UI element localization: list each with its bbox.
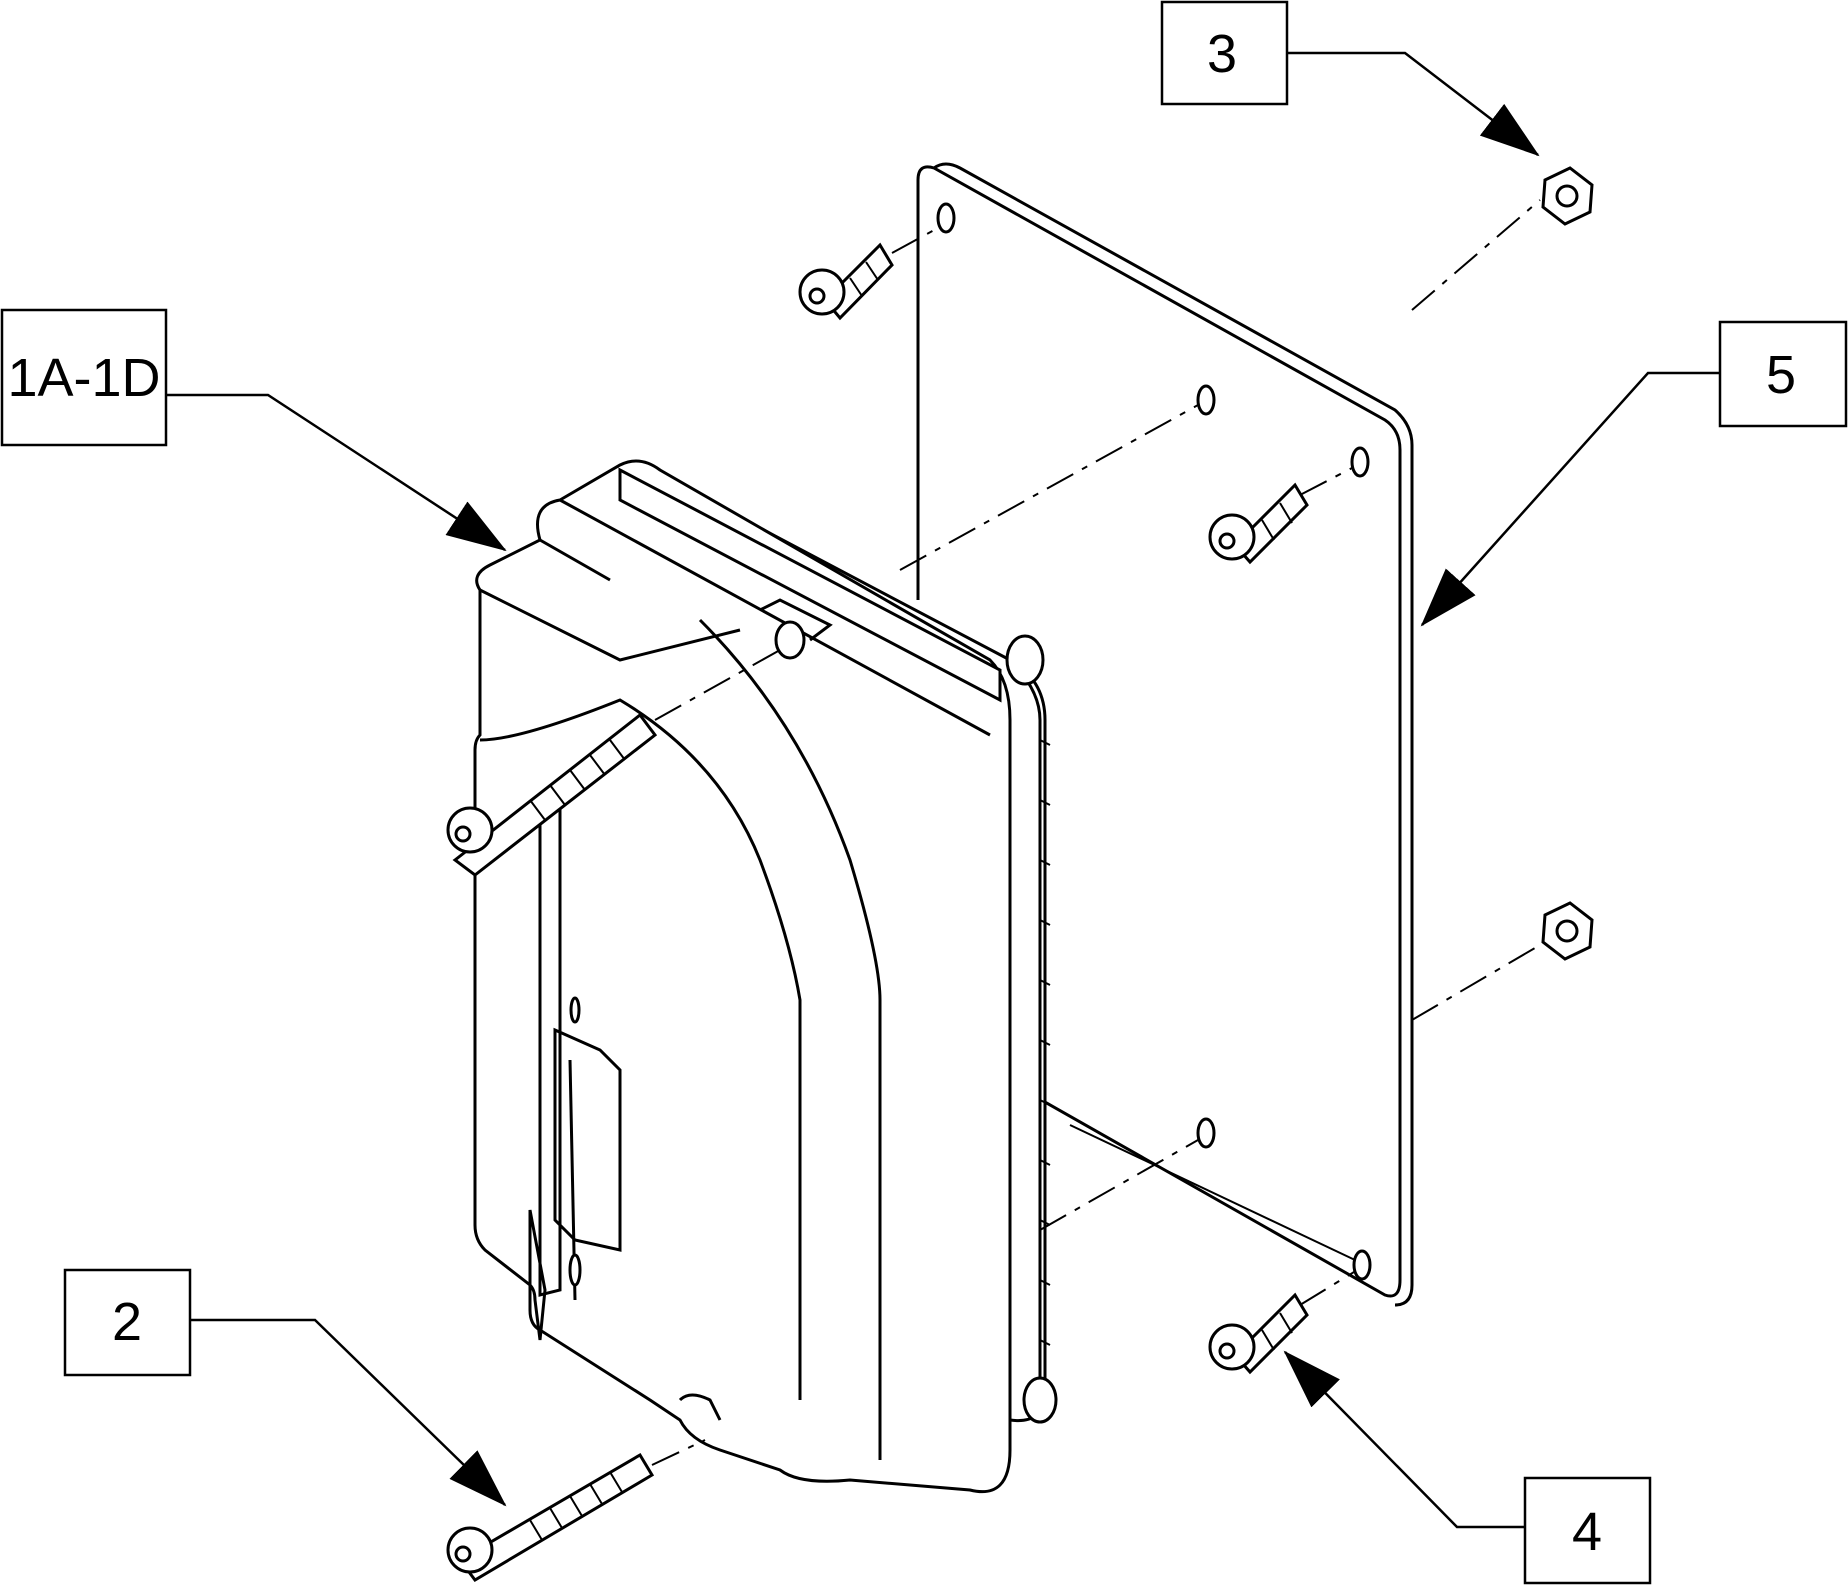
callout-3-leader: [1287, 51, 1540, 157]
short-screw-top-left: [798, 242, 894, 321]
long-screw-upper: [446, 712, 658, 877]
callout-1A-1D: 1A-1D: [0, 308, 507, 552]
callout-3-box: [1160, 0, 1289, 106]
callout-2: 2: [63, 1268, 507, 1507]
hex-nut-lower: [1541, 901, 1594, 961]
plate-hole-top-right: [1350, 446, 1370, 478]
plate-hole-top-left: [936, 202, 956, 234]
callout-1A-1D-box: [0, 308, 168, 447]
mounting-plate: [916, 162, 1414, 1307]
plate-hole-lower-mid: [1196, 1117, 1216, 1149]
plate-edge-line: [1069, 1124, 1356, 1261]
callout-4-box: [1523, 1476, 1652, 1585]
callout-1A-1D-leader: [166, 393, 507, 552]
short-screw-bottom-right: [1208, 1292, 1309, 1375]
callout-3: 3: [1160, 0, 1540, 157]
callout-4-label: 4: [1572, 1502, 1602, 1562]
callout-1A-1D-label: 1A-1D: [7, 348, 160, 408]
plate-hole-bottom-right: [1352, 1249, 1372, 1281]
hex-nut-upper: [1541, 166, 1594, 226]
callout-3-label: 3: [1207, 24, 1237, 84]
plate-hole-upper-mid: [1196, 384, 1216, 416]
callout-2-label: 2: [112, 1292, 142, 1352]
short-screw-top-right: [1208, 482, 1309, 565]
callout-2-leader: [190, 1318, 507, 1507]
callout-2-box: [63, 1268, 192, 1377]
assembly-centerlines: [651, 199, 1541, 1466]
callout-5-leader: [1420, 371, 1720, 627]
callout-5-label: 5: [1766, 345, 1796, 405]
callout-4: 4: [1283, 1350, 1652, 1585]
controller-housing: [473, 459, 1058, 1493]
long-screw-lower: [446, 1452, 655, 1582]
callout-5: 5: [1420, 320, 1848, 627]
callout-4-leader: [1283, 1350, 1525, 1529]
